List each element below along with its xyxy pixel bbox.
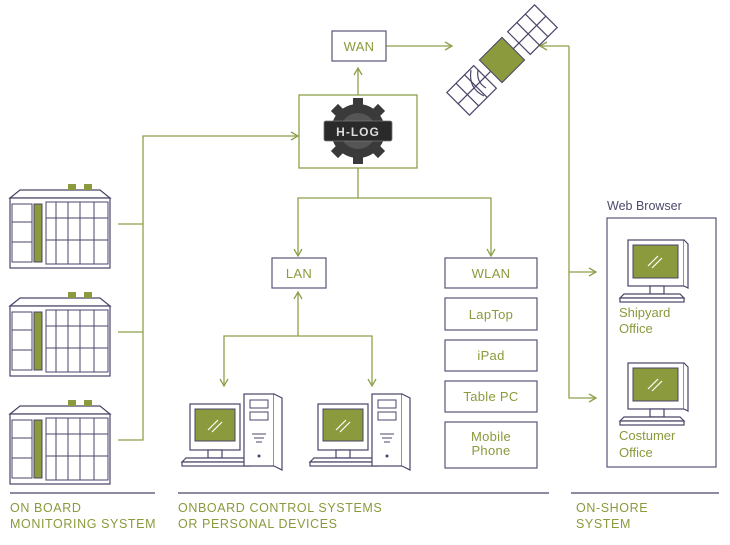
ipad-label: iPad <box>477 348 504 363</box>
onboard-control-label-line2: OR PERSONAL DEVICES <box>178 517 338 531</box>
laptop-label: LapTop <box>469 307 513 322</box>
lan-to-desktop-1-arrow <box>219 335 298 388</box>
hlog-node: H-LOG <box>298 94 418 169</box>
lan-node: LAN <box>271 257 327 289</box>
connectors <box>118 41 598 441</box>
lan-to-desktop-2-arrow <box>298 335 377 388</box>
section-onboard-control: ONBOARD CONTROL SYSTEMS OR PERSONAL DEVI… <box>178 492 549 531</box>
costumer-label-line1: Costumer <box>619 428 676 443</box>
wlan-label: WLAN <box>472 266 511 281</box>
costumer-label-line2: Office <box>619 445 653 460</box>
laptop-node: LapTop <box>444 297 538 331</box>
onshore-label-line2: SYSTEM <box>576 517 631 531</box>
mobile-node: Mobile Phone <box>444 421 538 469</box>
mobile-label-line1: Mobile <box>471 429 511 444</box>
section-onshore: ON-SHORE SYSTEM <box>571 492 719 531</box>
onboard-monitoring-label-line2: MONITORING SYSTEM <box>10 517 156 531</box>
desktop-computer-1 <box>181 393 283 471</box>
tablepc-label: Table PC <box>463 389 518 404</box>
section-onboard-monitoring: ON BOARD MONITORING SYSTEM <box>10 492 156 531</box>
onboard-control-label-line1: ONBOARD CONTROL SYSTEMS <box>178 501 382 515</box>
hlog-to-lan-arrow <box>293 168 359 258</box>
plc-unit-1 <box>9 183 111 269</box>
plc-to-hlog-arrow <box>142 131 300 224</box>
shipyard-label-line2: Office <box>619 321 653 336</box>
gear-icon <box>323 98 393 164</box>
satellite-icon <box>445 3 559 117</box>
onboard-monitoring-label-line1: ON BOARD <box>10 501 81 515</box>
plc-unit-2 <box>9 291 111 377</box>
wan-node: WAN <box>331 30 387 62</box>
hlog-label: H-LOG <box>336 125 380 139</box>
web-browser-panel: Web Browser Shipyard Office Costumer Off… <box>606 199 717 468</box>
desktop-computer-2 <box>309 393 411 471</box>
plc-unit-3 <box>9 399 111 485</box>
tablepc-node: Table PC <box>444 380 538 413</box>
satellite-to-costumer-arrow <box>568 46 598 403</box>
mobile-label-line2: Phone <box>471 443 510 458</box>
wan-label: WAN <box>344 39 375 54</box>
wlan-node: WLAN <box>444 257 538 289</box>
ipad-node: iPad <box>444 339 538 372</box>
signal-waves-icon <box>469 69 487 97</box>
hlog-to-wlan-arrow <box>358 197 496 258</box>
web-browser-title: Web Browser <box>607 199 682 213</box>
lan-label: LAN <box>286 266 312 281</box>
shipyard-label-line1: Shipyard <box>619 305 670 320</box>
onshore-label-line1: ON-SHORE <box>576 501 648 515</box>
